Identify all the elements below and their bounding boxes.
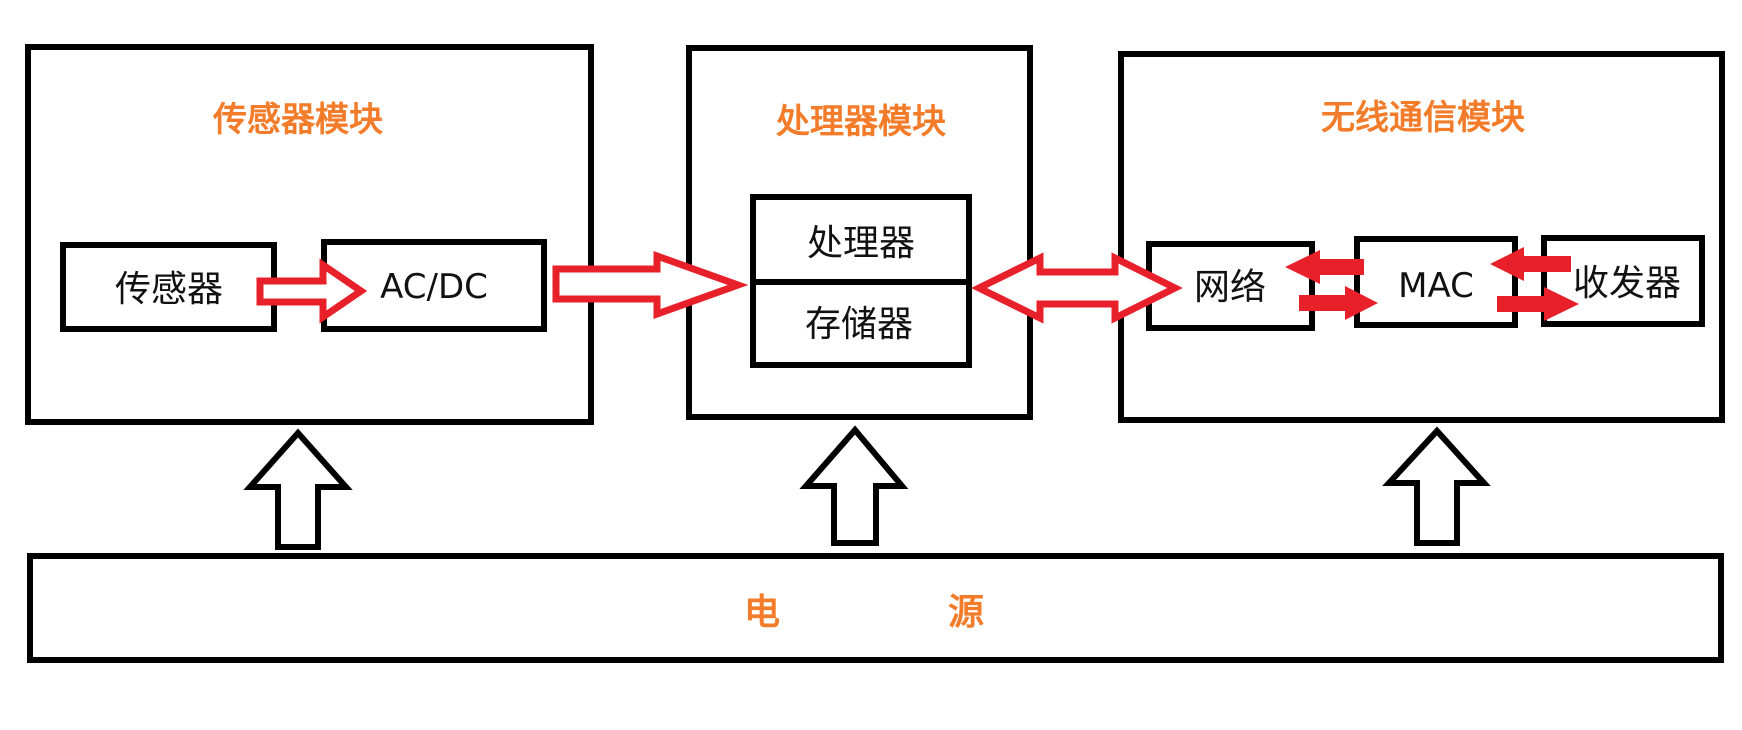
mac-label: MAC — [1398, 266, 1474, 306]
power-title-char-1: 电 — [744, 592, 780, 633]
sensor-module-title: 传感器模块 — [212, 100, 383, 140]
arrow-processor-network — [971, 252, 1183, 324]
power-up-arrow-processor — [799, 425, 909, 546]
arrow-mac-to-network — [1285, 250, 1364, 284]
arrow-acdc-to-processor — [552, 251, 749, 319]
arrow-network-to-mac — [1299, 286, 1378, 320]
mac-box — [1354, 236, 1518, 328]
wireless-module: 无线通信模块 网络 MAC 收发器 — [1118, 51, 1725, 423]
storage-label: 存储器 — [805, 304, 913, 345]
power-up-arrow-sensor — [243, 428, 353, 550]
processor-module-title: 处理器模块 — [775, 102, 946, 142]
sensor-label: 传感器 — [115, 269, 223, 310]
network-label: 网络 — [1194, 267, 1266, 308]
acdc-label: AC/DC — [380, 267, 488, 307]
power-title-char-2: 源 — [948, 592, 984, 633]
sensor-module-frame — [25, 44, 594, 425]
arrow-mac-to-transceiver — [1497, 287, 1579, 321]
power-bar — [27, 553, 1724, 663]
transceiver-box — [1541, 235, 1705, 327]
sensor-module: 传感器模块 传感器 AC/DC — [25, 44, 594, 425]
arrow-transceiver-to-mac — [1490, 247, 1571, 281]
arrow-sensor-to-acdc — [256, 258, 368, 324]
wireless-module-title: 无线通信模块 — [1321, 98, 1525, 138]
power-up-arrow-wireless — [1382, 426, 1491, 546]
sensor-box — [60, 242, 277, 332]
acdc-box — [321, 239, 547, 332]
transceiver-label: 收发器 — [1573, 263, 1681, 304]
power-supply: 电 源 — [27, 553, 1724, 663]
processor-module: 处理器模块 处理器 存储器 — [686, 45, 1033, 420]
processor-label: 处理器 — [807, 223, 915, 264]
